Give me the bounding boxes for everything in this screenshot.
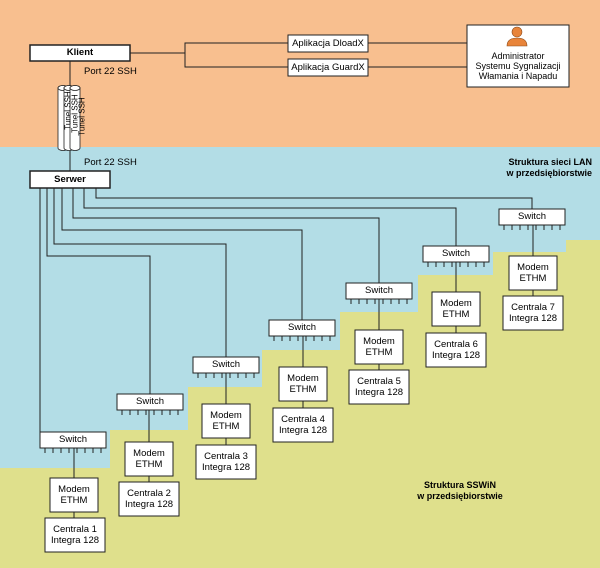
switch-label: Switch [212, 359, 240, 371]
client-label: Klient [66, 47, 94, 59]
server-to-switch-line [53, 188, 227, 357]
central-box [44, 517, 106, 553]
sswin-structure-title: Struktura SSWiN w przedsiębiorstwie [417, 480, 503, 501]
switch-box [498, 208, 566, 226]
port-ssh-bottom-label: Port 22 SSH [84, 157, 137, 168]
server-label: Serwer [54, 173, 86, 185]
tunnel-cylinder-top [69, 85, 81, 91]
server-to-switch-line [72, 188, 380, 283]
server-to-switch-line [61, 188, 303, 320]
switch-label: Switch [365, 285, 393, 297]
lan-structure-title: Struktura sieci LAN w przedsiębiorstwie [506, 157, 592, 178]
switch-label: Switch [59, 434, 87, 446]
central-box [348, 369, 410, 405]
server-to-switch-line [95, 188, 533, 209]
server-box [29, 170, 111, 189]
server-to-switch-line [83, 188, 457, 246]
switch-box [268, 319, 336, 337]
central-box [195, 444, 257, 480]
central-box [425, 332, 487, 368]
modem-box [49, 477, 99, 513]
person-icon [506, 37, 528, 47]
modem-box [124, 441, 174, 477]
modem-box [354, 329, 404, 365]
switch-label: Switch [136, 396, 164, 408]
app-dloadx-label: Aplikacja DloadX [292, 37, 364, 49]
client-to-guardx-line [130, 52, 288, 68]
switch-label: Switch [442, 248, 470, 260]
central-box [272, 407, 334, 443]
server-to-switch-line [46, 188, 151, 394]
switch-label: Switch [518, 211, 546, 223]
app-guardx-label: Aplikacja GuardX [291, 61, 365, 73]
switch-box [116, 393, 184, 411]
central-box [118, 481, 180, 517]
admin-label: Administrator Systemu Sygnalizacji Włama… [475, 51, 561, 81]
central-box [502, 295, 564, 331]
switch-label: Switch [288, 322, 316, 334]
modem-box [431, 291, 481, 327]
modem-box [201, 403, 251, 439]
port-ssh-top-label: Port 22 SSH [84, 66, 137, 77]
modem-box [508, 255, 558, 291]
switch-box [39, 431, 107, 449]
tunnel-ssh-label-3: Tunel SSH [77, 97, 87, 136]
person-head-icon [511, 26, 523, 38]
